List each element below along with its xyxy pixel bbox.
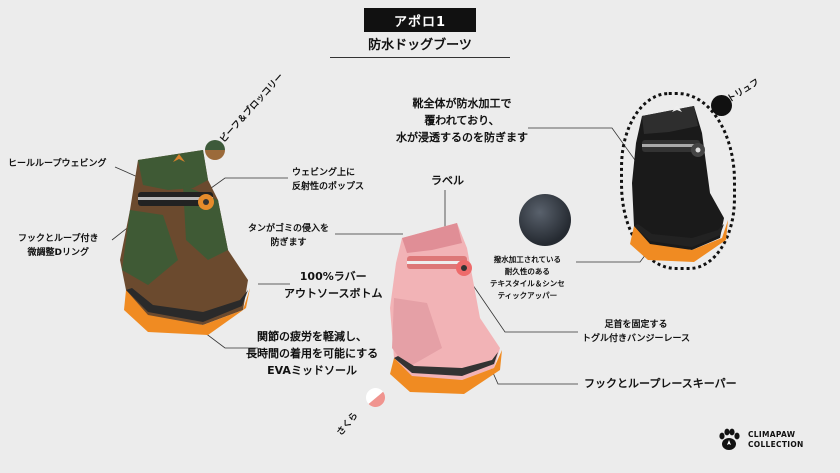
callout-waterproof-line3: 水が浸透するのを防ぎます — [396, 131, 528, 144]
callout-tongue-line2: 防ぎます — [270, 238, 307, 248]
product-subtitle: 防水ドッグブーツ — [330, 34, 510, 58]
swatch-beef-broccoli-bottom — [205, 150, 225, 160]
swatch-truffle — [711, 95, 732, 116]
boot-beef-broccoli — [120, 150, 250, 335]
logo-line2: COLLECTION — [748, 440, 804, 449]
callout-label: ラベル — [431, 174, 464, 187]
callout-reflective-line1: ウェビング上に — [292, 168, 356, 178]
callout-textile-line1: 撥水加工されている — [493, 255, 562, 264]
callout-rubber-sole-line2: アウトソースボトム — [284, 287, 383, 300]
callout-reflective: ウェビング上に 反射性のポップス — [292, 166, 364, 194]
callout-d-ring: フックとループ付き 微調整Dリング — [18, 232, 98, 260]
callout-tongue: タンがゴミの侵入を 防ぎます — [248, 222, 329, 250]
callout-rubber-sole: 100%ラバー アウトソースボトム — [284, 268, 382, 302]
callout-eva-line1: 関節の疲労を軽減し、 — [257, 330, 368, 343]
logo-line1: CLIMAPAW — [748, 430, 796, 439]
callout-textile: 撥水加工されている 耐久性のある テキスタイル＆シンセ ティックアッパー — [490, 254, 565, 302]
callout-d-ring-line1: フックとループ付き — [18, 234, 99, 244]
callout-textile-line2: 耐久性のある — [504, 267, 550, 276]
callout-eva-line3: EVAミッドソール — [267, 364, 357, 377]
callout-eva: 関節の疲労を軽減し、 長時間の着用を可能にする EVAミッドソール — [246, 328, 378, 379]
callout-reflective-line2: 反射性のポップス — [292, 182, 365, 192]
swatch-beef-broccoli — [205, 140, 225, 160]
callout-waterproof: 靴全体が防水加工で 覆われており、 水が浸透するのを防ぎます — [396, 95, 528, 146]
callout-toggle-line1: 足首を固定する — [604, 320, 668, 330]
boot-truffle — [630, 105, 728, 262]
product-title: アポロ1 — [364, 8, 476, 32]
swatch-beef-broccoli-top — [205, 140, 225, 150]
callout-toggle: 足首を固定する トグル付きバンジーレース — [582, 318, 690, 346]
callout-eva-line2: 長時間の着用を可能にする — [246, 347, 379, 360]
callout-d-ring-line2: 微調整Dリング — [27, 248, 89, 258]
material-sample-circle — [519, 194, 571, 246]
truffle-outline — [620, 92, 736, 270]
line-toggle — [465, 274, 578, 333]
logo-wordmark: CLIMAPAW COLLECTION — [748, 430, 804, 450]
callout-keeper: フックとループレースキーパー — [584, 377, 737, 390]
callout-rubber-sole-line1: 100%ラバー — [299, 270, 367, 283]
callout-toggle-line2: トグル付きバンジーレース — [582, 334, 691, 344]
boot-sakura — [390, 223, 502, 394]
callout-waterproof-line2: 覆われており、 — [424, 114, 500, 127]
callout-heel-loop: ヒールループウェビング — [8, 159, 107, 169]
callout-waterproof-line1: 靴全体が防水加工で — [412, 97, 512, 110]
callout-textile-line3: テキスタイル＆シンセ — [490, 279, 565, 288]
callout-tongue-line1: タンがゴミの侵入を — [248, 224, 330, 234]
climapaw-logo: CLIMAPAW COLLECTION — [718, 428, 804, 452]
paw-logo-icon — [719, 428, 740, 450]
callout-textile-line4: ティックアッパー — [497, 291, 558, 300]
